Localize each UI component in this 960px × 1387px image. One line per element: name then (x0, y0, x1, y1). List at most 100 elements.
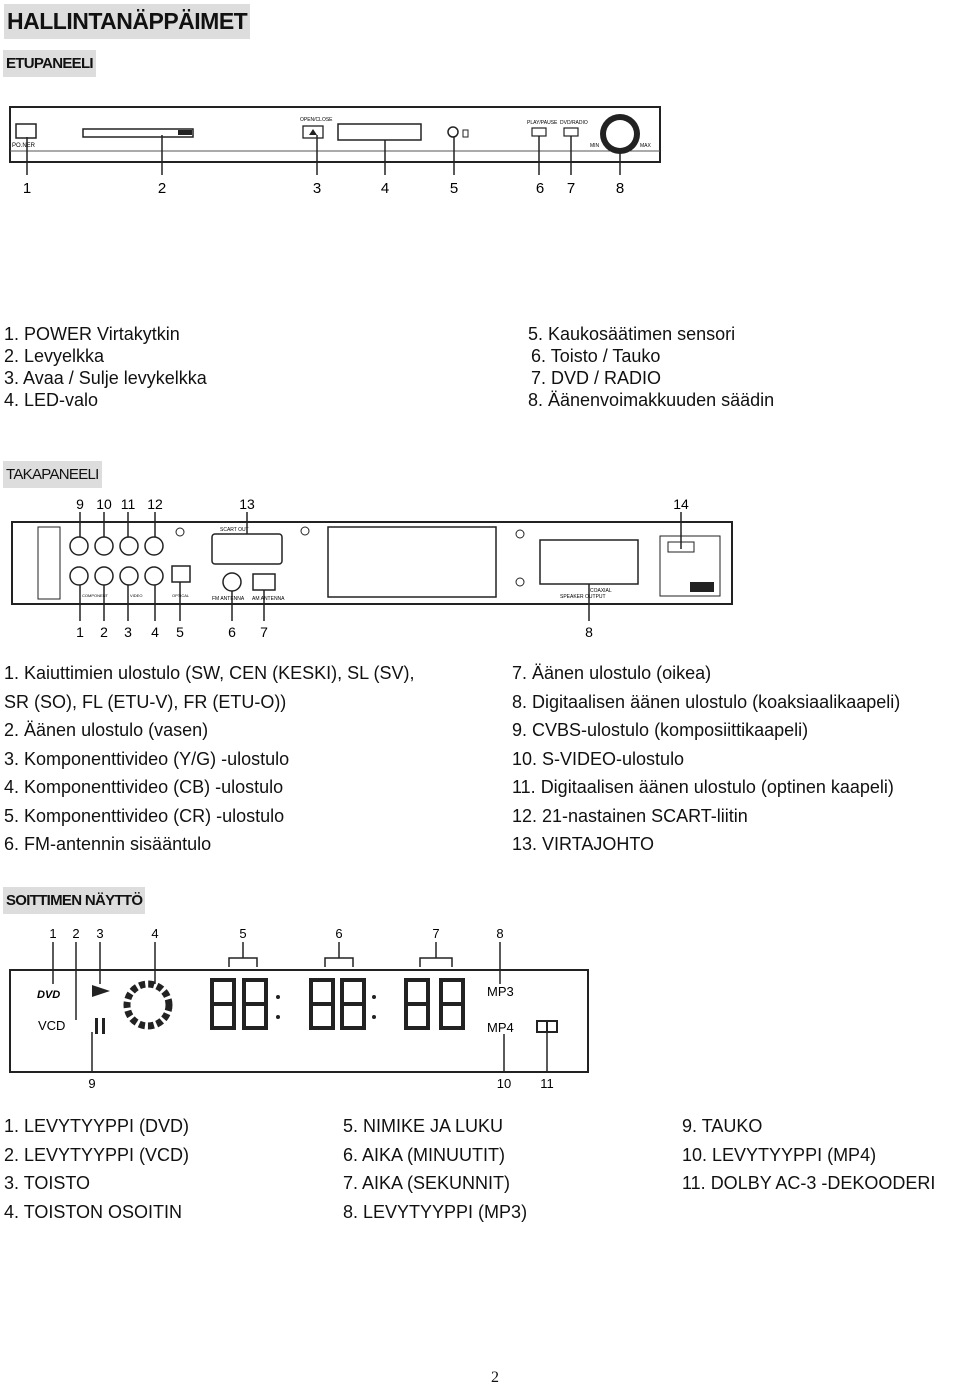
display-callout-6: 6 (335, 926, 342, 941)
eject-icon (309, 129, 317, 135)
svg-text:VIDEO: VIDEO (130, 593, 142, 598)
front-callout-4: 4 (381, 180, 389, 197)
svg-text:COMPONENT: COMPONENT (82, 593, 109, 598)
display-item: 4. TOISTON OSOITIN (4, 1201, 183, 1222)
open-close-button (302, 125, 324, 139)
mp3-indicator: MP3 (487, 984, 514, 999)
display-legend-col3: 9. TAUKO 10. LEVYTYYPPI (MP4) 11. DOLBY … (682, 1112, 935, 1198)
svg-text:FM ANTENNA: FM ANTENNA (212, 596, 245, 602)
display-heading: SOITTIMEN NÄYTTÖ (3, 887, 146, 914)
display-callout-5: 5 (239, 926, 246, 941)
rear-item: 3. Komponenttivideo (Y/G) -ulostulo (4, 748, 290, 769)
rear-item: 1. Kaiuttimien ulostulo (SW, CEN (KESKI)… (4, 663, 415, 683)
rear-panel-heading: TAKAPANEELI (3, 461, 102, 488)
front-panel-body (9, 106, 661, 163)
front-item: 8. Äänenvoimakkuuden säädin (528, 390, 775, 410)
vent-panel (327, 526, 497, 598)
display-item: 11. DOLBY AC-3 -DEKOODERI (682, 1173, 936, 1193)
front-item: 2. Levyelkka (4, 346, 105, 366)
optical-port (171, 565, 191, 583)
display-callout-11: 11 (540, 1076, 554, 1091)
rear-item: 9. CVBS-ulostulo (komposiittikaapeli) (512, 720, 809, 740)
front-item: 6. Toisto / Tauko (531, 346, 661, 366)
rear-callout-4: 4 (151, 624, 159, 640)
front-callout-5: 5 (450, 180, 458, 197)
page-number: 2 (491, 1369, 499, 1386)
rear-panel-body (11, 521, 733, 605)
display-callout-2: 2 (72, 926, 79, 941)
play-icon (92, 985, 110, 997)
display-callout-7: 7 (432, 926, 439, 941)
display-item: 9. TAUKO (682, 1116, 763, 1136)
rear-item: 11. Digitaalisen äänen ulostulo (optinen… (512, 777, 894, 797)
rear-callout-7: 7 (260, 624, 268, 640)
svg-text:SPEAKER OUTPUT: SPEAKER OUTPUT (560, 594, 606, 600)
speaker-jacks (69, 536, 164, 586)
rear-callout-9: 9 (76, 496, 84, 512)
display-item: 1. LEVYTYYPPI (DVD) (4, 1116, 190, 1136)
front-item: 1. POWER Virtakytkin (4, 324, 180, 344)
disc-tray (82, 128, 194, 138)
display-callout-9: 9 (88, 1076, 95, 1091)
rear-callout-8: 8 (585, 624, 593, 640)
rear-callout-14: 14 (673, 496, 689, 512)
rear-item: 6. FM-antennin sisääntulo (4, 834, 212, 854)
front-callout-1: 1 (23, 180, 31, 197)
rear-callout-12: 12 (147, 496, 163, 512)
display-item: 5. NIMIKE JA LUKU (343, 1116, 504, 1136)
front-legend-right: 5. Kaukosäätimen sensori 6. Toisto / Tau… (528, 323, 774, 411)
front-legend-left: 1. POWER Virtakytkin 2. Levyelkka 3. Ava… (4, 323, 207, 411)
mp4-indicator: MP4 (487, 1020, 514, 1035)
dvd-radio-label: DVD/RADIO (560, 120, 588, 126)
rear-callout-6: 6 (228, 624, 236, 640)
vcd-indicator: VCD (38, 1018, 65, 1033)
display-callout-8: 8 (496, 926, 503, 941)
display-item: 7. AIKA (SEKUNNIT) (343, 1173, 511, 1193)
pause-icon (95, 1018, 98, 1034)
rear-panel-diagram: OPTICAL COMPONENT VIDEO SCART OUT FM ANT… (11, 496, 733, 640)
display-item: 6. AIKA (MINUUTIT) (343, 1144, 506, 1165)
rear-callout-3: 3 (124, 624, 132, 640)
dvd-logo (178, 130, 192, 135)
play-pause-label: PLAY/PAUSE (527, 120, 558, 126)
power-cord-area (659, 535, 721, 597)
max-label: MAX (640, 143, 652, 149)
rear-item: SR (SO), FL (ETU-V), FR (ETU-O)) (4, 691, 287, 712)
front-callout-2: 2 (158, 180, 166, 197)
rear-callout-11: 11 (121, 496, 136, 512)
rear-item: 5. Komponenttivideo (CR) -ulostulo (4, 805, 285, 826)
rear-item: 13. VIRTAJOHTO (512, 834, 655, 854)
front-callout-6: 6 (536, 180, 544, 197)
rear-legend-right: 7. Äänen ulostulo (oikea) 8. Digitaalise… (512, 659, 900, 859)
front-panel-heading: ETUPANEELI (3, 50, 96, 77)
display-callout-1: 1 (49, 926, 56, 941)
front-callout-7: 7 (567, 180, 575, 197)
rear-item: 12. 21-nastainen SCART-liitin (512, 805, 748, 826)
led-window (337, 123, 422, 141)
display-legend-col1: 1. LEVYTYYPPI (DVD) 2. LEVYTYYPPI (VCD) … (4, 1112, 189, 1226)
display-item: 3. TOISTO (4, 1173, 91, 1193)
rear-callout-2: 2 (100, 624, 108, 640)
display-callout-4: 4 (151, 926, 158, 941)
dvd-indicator: DVD (37, 989, 60, 1001)
svg-text:AM ANTENNA: AM ANTENNA (252, 596, 285, 602)
rear-callout-1: 1 (76, 624, 84, 640)
display-callout-3: 3 (96, 926, 103, 941)
front-item: 3. Avaa / Sulje levykelkka (4, 368, 207, 388)
front-panel-diagram: PO.NER OPEN/CLOSE PLAY/PAUSE DVD/RADIO M… (9, 106, 661, 197)
page-title: HALLINTANÄPPÄIMET (4, 4, 251, 39)
open-close-label: OPEN/CLOSE (300, 117, 333, 123)
front-item: 5. Kaukosäätimen sensori (528, 324, 736, 344)
rear-callout-13: 13 (239, 496, 255, 512)
svg-text:OPTICAL: OPTICAL (172, 593, 190, 598)
min-label: MIN (590, 143, 600, 149)
rear-item: 8. Digitaalisen äänen ulostulo (koaksiaa… (512, 691, 901, 712)
front-item: 7. DVD / RADIO (531, 368, 662, 388)
remote-sensor (447, 126, 459, 138)
front-callout-3: 3 (313, 180, 321, 197)
rear-item: 7. Äänen ulostulo (oikea) (512, 663, 712, 683)
display-legend-col2: 5. NIMIKE JA LUKU 6. AIKA (MINUUTIT) 7. … (343, 1112, 527, 1226)
digit-groups (210, 978, 465, 1030)
power-button (15, 123, 37, 139)
front-callout-8: 8 (616, 180, 624, 197)
